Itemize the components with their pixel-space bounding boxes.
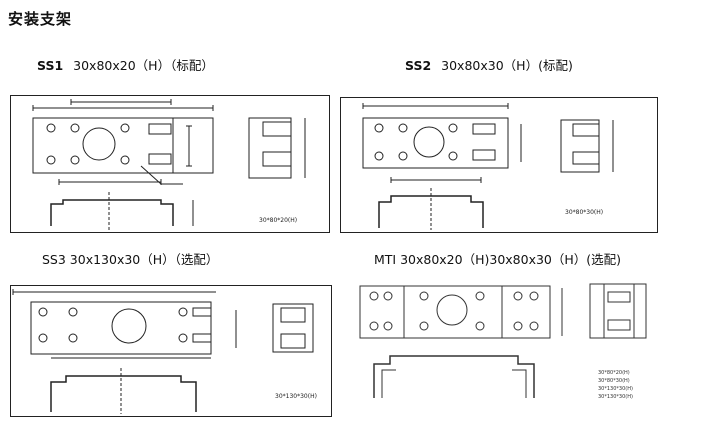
spec-mti: MTI 30x80x20（H)30x80x30（H）(选配) <box>374 252 622 267</box>
drawing-ss1: 30*80*20(H) <box>10 95 330 233</box>
drawing-label-mti-2: 30*80*30(H) <box>598 378 630 384</box>
model-ss2: SS2 <box>405 58 432 73</box>
caption-ss3: SS3 30x130x30（H）（选配） <box>42 249 218 268</box>
drawing-ss3: 30*130*30(H) <box>10 285 332 417</box>
drawing-label-mti-1: 30*80*20(H) <box>598 370 630 376</box>
drawing-label-ss2: 30*80*30(H) <box>565 209 603 216</box>
drawing-label-ss1: 30*80*20(H) <box>259 217 297 224</box>
drawing-label-mti-4: 30*130*30(H) <box>598 394 633 400</box>
spec-ss2: 30x80x30（H）(标配) <box>441 58 573 73</box>
drawing-label-ss3: 30*130*30(H) <box>275 393 317 400</box>
model-ss1: SS1 <box>37 58 64 73</box>
drawing-label-mti-3: 30*130*30(H) <box>598 386 633 392</box>
page-title: 安装支架 <box>8 10 73 28</box>
caption-ss2: SS2 30x80x30（H）(标配) <box>405 55 573 74</box>
spec-ss3: SS3 30x130x30（H）（选配） <box>42 252 219 267</box>
spec-ss1: 30x80x20（H）（标配） <box>73 58 214 73</box>
caption-ss1: SS1 30x80x20（H）（标配） <box>37 55 214 74</box>
caption-mti: MTI 30x80x20（H)30x80x30（H）(选配) <box>374 249 621 268</box>
drawing-ss2: 30*80*30(H) <box>340 97 658 233</box>
drawing-mti: 30*80*20(H) 30*80*30(H) 30*130*30(H) 30*… <box>352 280 670 422</box>
